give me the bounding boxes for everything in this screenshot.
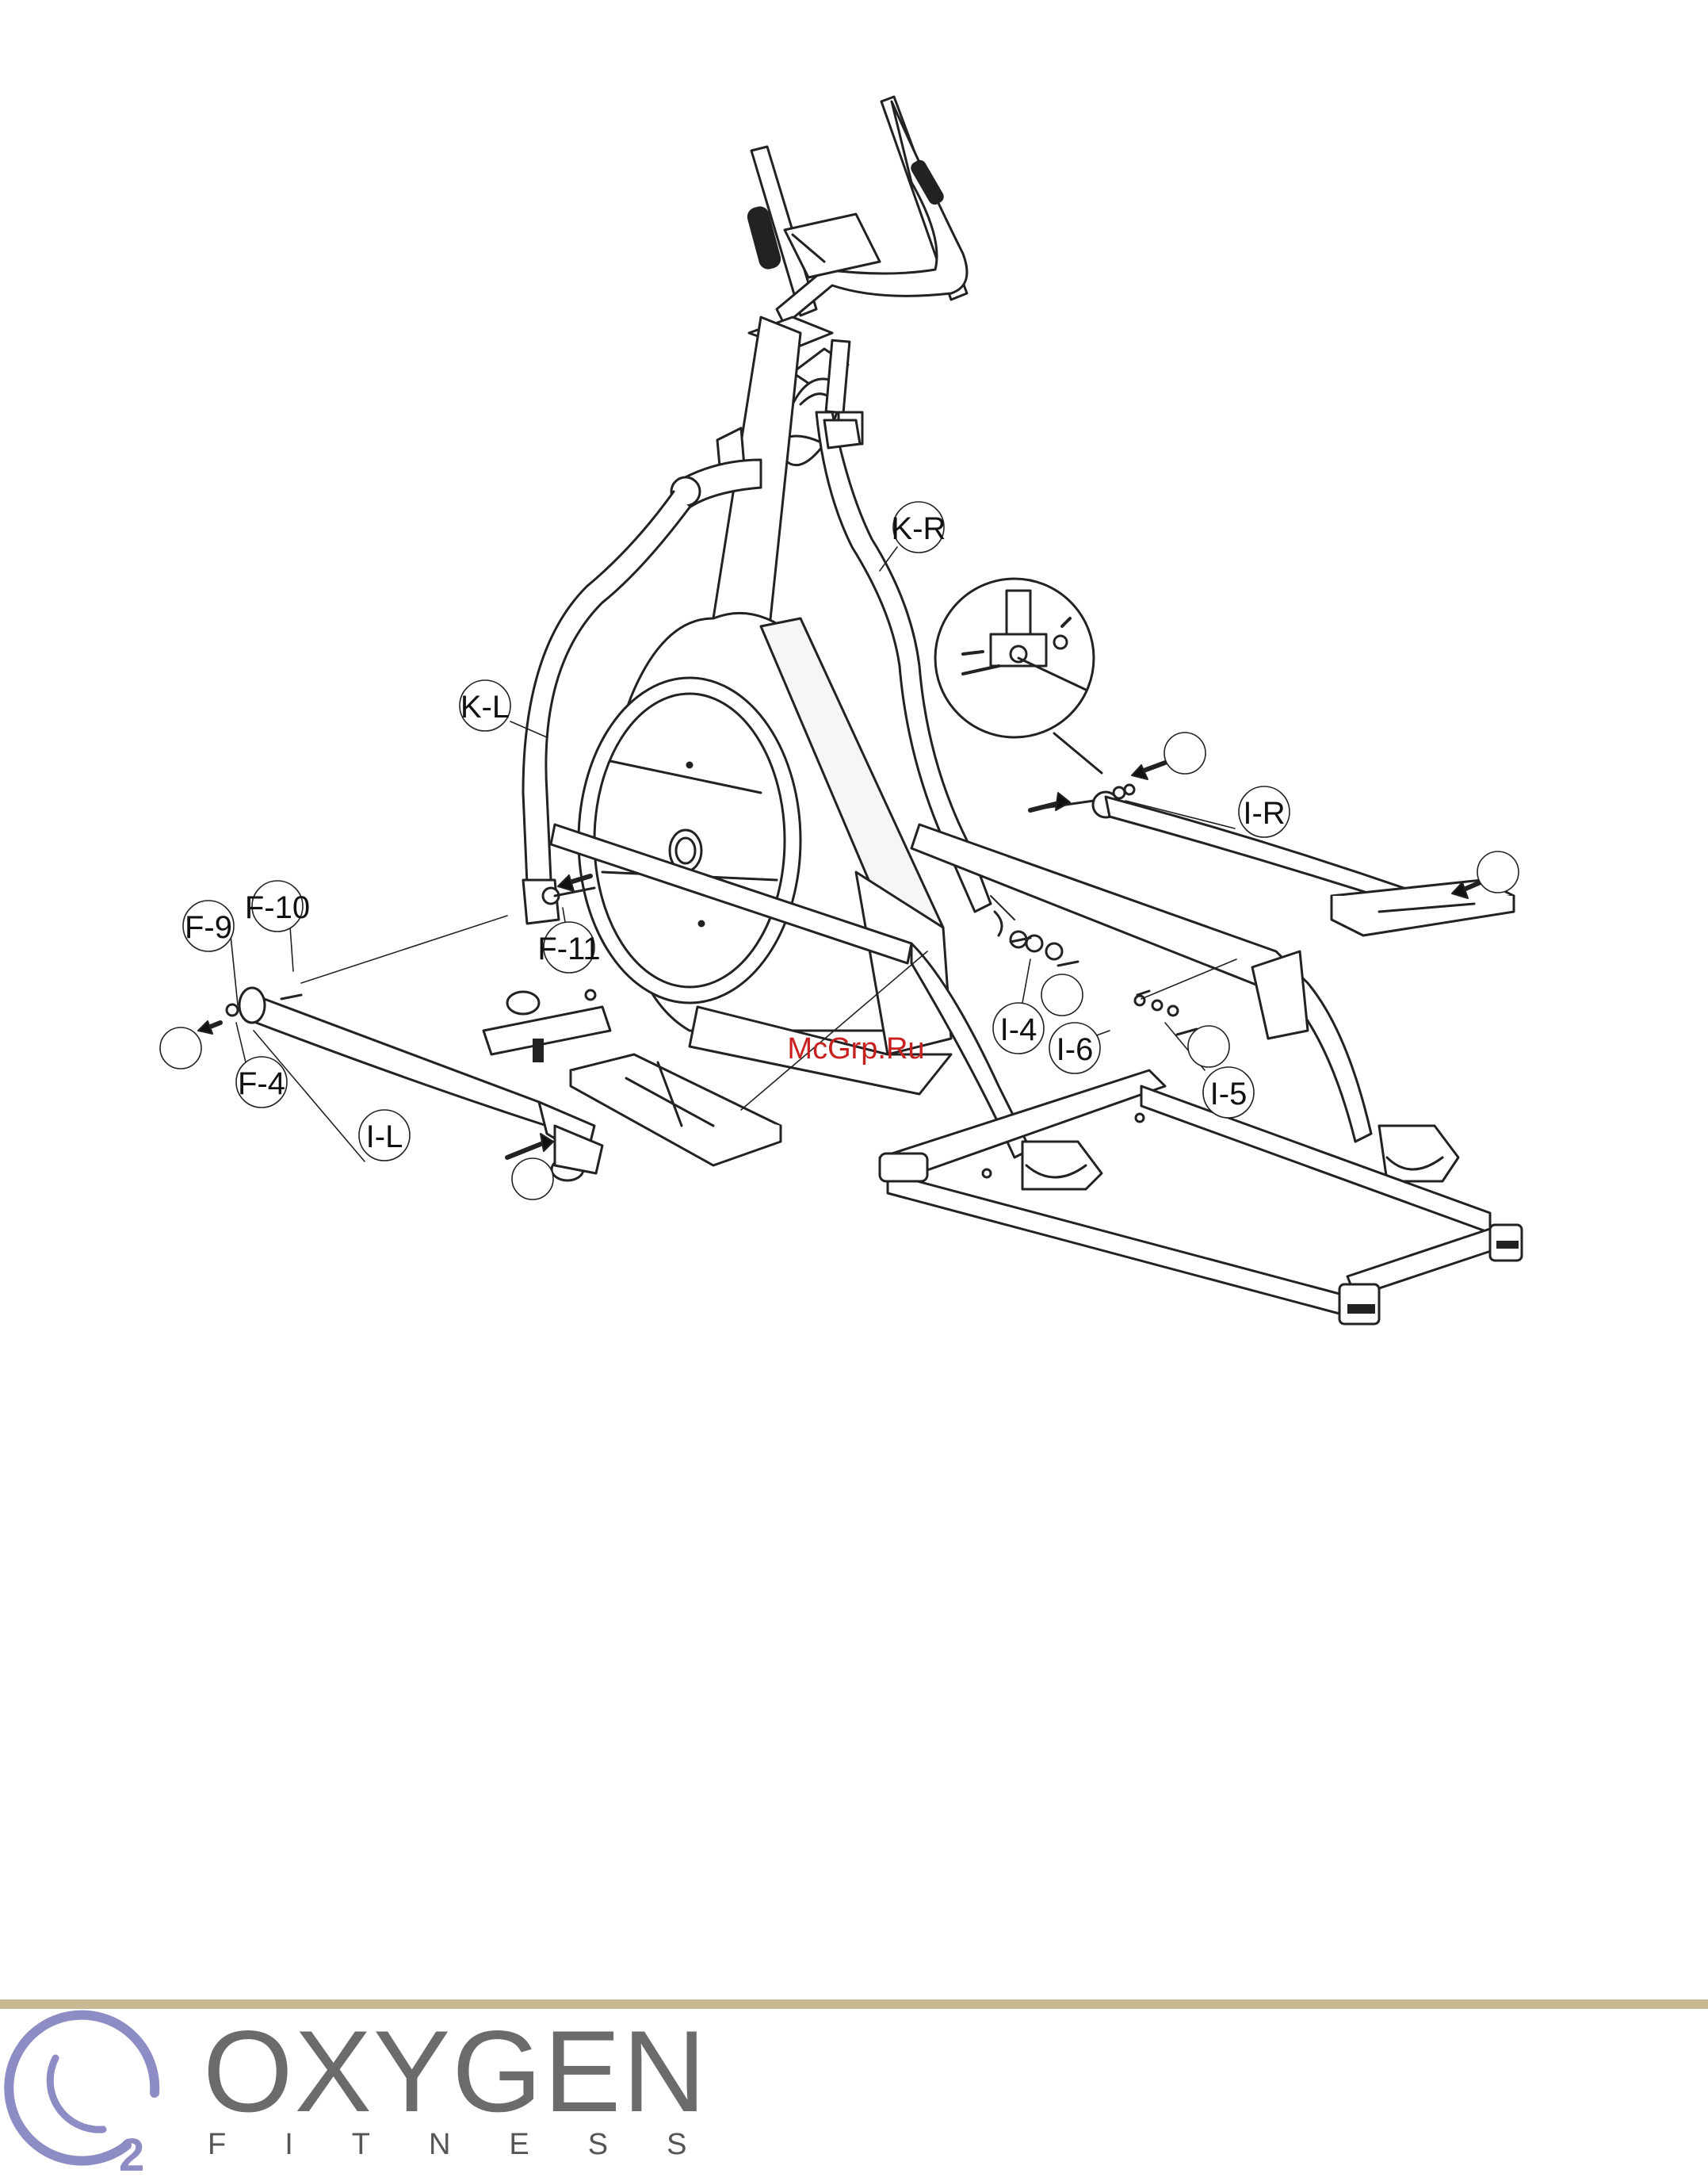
label-f11: F-11 — [537, 932, 600, 966]
base-frame — [880, 1070, 1522, 1324]
rear-wheel-right — [1379, 1126, 1458, 1181]
label-kl: K-L — [460, 690, 510, 725]
front-stabilizer — [483, 990, 610, 1062]
flywheel-cover — [579, 678, 801, 1003]
logo-mark-digit: 2 — [119, 2129, 144, 2177]
detail-inset — [935, 579, 1102, 773]
label-i6: I-6 — [1057, 1032, 1094, 1067]
label-f4: F-4 — [238, 1066, 285, 1101]
label-kr: K-R — [892, 511, 946, 546]
watermark: McGrp.Ru — [787, 1032, 924, 1066]
label-i4: I-4 — [1000, 1012, 1037, 1047]
brand-name: OXYGEN — [203, 2014, 708, 2129]
label-f10: F-10 — [245, 890, 310, 925]
brand-subtitle: FITNESS — [208, 2129, 745, 2160]
brand-logo-mark: 2 — [9, 2015, 155, 2177]
label-i5: I-5 — [1210, 1077, 1248, 1111]
rear-wheel-left — [1022, 1142, 1102, 1189]
label-il: I-L — [366, 1119, 403, 1154]
label-f9: F-9 — [185, 910, 232, 945]
label-ir: I-R — [1243, 796, 1285, 831]
